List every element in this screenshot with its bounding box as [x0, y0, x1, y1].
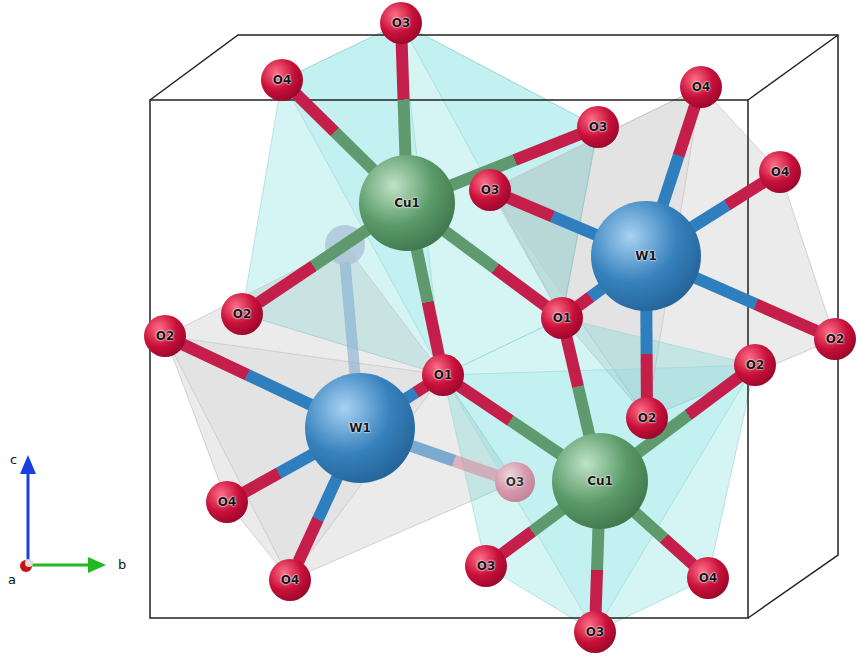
atom-label: O2: [156, 329, 175, 343]
copper-atom: Cu1: [552, 433, 648, 529]
polyhedron-face: [165, 336, 443, 580]
atom-label: O4: [218, 495, 237, 509]
cell-edge: [150, 35, 838, 618]
oxygen-atom: O3: [577, 106, 619, 148]
chemical-bond: [406, 386, 427, 399]
oxygen-atom: O4: [206, 481, 248, 523]
oxygen-atom: O4: [687, 557, 729, 599]
atom-label: O3: [506, 475, 525, 489]
atom-label: O4: [692, 80, 711, 94]
atom-label: O2: [746, 358, 765, 372]
chemical-bond: [259, 229, 368, 303]
oxygen-atom: O4: [269, 559, 311, 601]
chemical-bond: [502, 509, 562, 554]
oxygen-atom: O3: [465, 545, 507, 587]
arrowhead: [88, 557, 106, 573]
tungsten-atom: W1: [305, 373, 415, 483]
cell-edge: [150, 100, 748, 618]
chemical-bond: [451, 134, 580, 185]
atom-label: Cu1: [394, 196, 420, 210]
oxygen-atom: O3: [469, 169, 511, 211]
oxygen-atom: O3: [380, 2, 422, 44]
atom-label: O3: [586, 625, 605, 639]
axis-c: [27, 470, 30, 565]
oxygen-atom: O2: [626, 397, 668, 439]
chemical-bond: [640, 310, 653, 398]
chemical-bond: [695, 278, 816, 331]
chemical-bond: [578, 288, 602, 306]
chemical-bond: [460, 386, 561, 455]
axis-indicator: [20, 455, 106, 573]
axis-label: c: [10, 452, 17, 467]
axis-label: b: [118, 557, 126, 572]
atom-label: O3: [392, 16, 411, 30]
oxygen-atom: O3: [574, 611, 616, 653]
atom-label: W1: [349, 421, 371, 435]
chemical-bond: [692, 183, 763, 228]
atom-label: O1: [553, 311, 572, 325]
oxygen-atom: O1: [422, 354, 464, 396]
oxygen-atom: O2: [221, 293, 263, 335]
oxygen-atom: O2: [734, 344, 776, 386]
chemical-bond: [417, 249, 439, 355]
axis-origin: [25, 559, 33, 567]
atom-label: O3: [589, 120, 608, 134]
chemical-bond: [663, 106, 695, 205]
chemical-bond: [638, 377, 739, 453]
chemical-bond: [445, 231, 546, 306]
oxygen-atom: O4: [261, 59, 303, 101]
oxygen-atom: O2: [144, 315, 186, 357]
atom-label: O4: [699, 571, 718, 585]
axis-a: [20, 560, 32, 572]
chemical-bond: [596, 528, 599, 612]
axis-b: [28, 564, 90, 567]
chemical-bond: [567, 337, 590, 435]
oxygen-atom: O4: [680, 66, 722, 108]
unit-cell: [150, 35, 838, 618]
atom-label: O3: [477, 559, 496, 573]
atom-label: O4: [771, 165, 790, 179]
copper-atom: Cu1: [359, 155, 455, 251]
chemical-bond: [635, 512, 693, 564]
oxygen-atom: O3: [495, 462, 535, 502]
cell-edge: [748, 35, 838, 100]
chemical-bond: [402, 43, 406, 156]
chemical-bond: [244, 454, 312, 492]
chemical-bond: [298, 477, 337, 562]
axis-label: a: [8, 572, 16, 587]
atom-label: O2: [638, 411, 657, 425]
atom-label: O3: [481, 183, 500, 197]
chemical-bond: [183, 345, 311, 405]
hidden-bond: [345, 262, 355, 375]
atom-label: O1: [434, 368, 453, 382]
chemical-bond: [296, 94, 373, 170]
oxygen-atom: O4: [759, 151, 801, 193]
atom-label: O4: [281, 573, 300, 587]
atom-label: O4: [273, 73, 292, 87]
atom-label: W1: [635, 249, 657, 263]
oxygen-atom: O1: [541, 297, 583, 339]
tungsten-atom: W1: [591, 201, 701, 311]
chemical-bond: [508, 198, 596, 235]
arrowhead: [20, 455, 36, 474]
oxygen-atom: O2: [814, 318, 856, 360]
polyhedron-face: [443, 365, 755, 632]
atom-label: Cu1: [587, 474, 613, 488]
atom-label: O2: [233, 307, 252, 321]
atom-label: O2: [826, 332, 845, 346]
chemical-bond: [411, 446, 497, 476]
